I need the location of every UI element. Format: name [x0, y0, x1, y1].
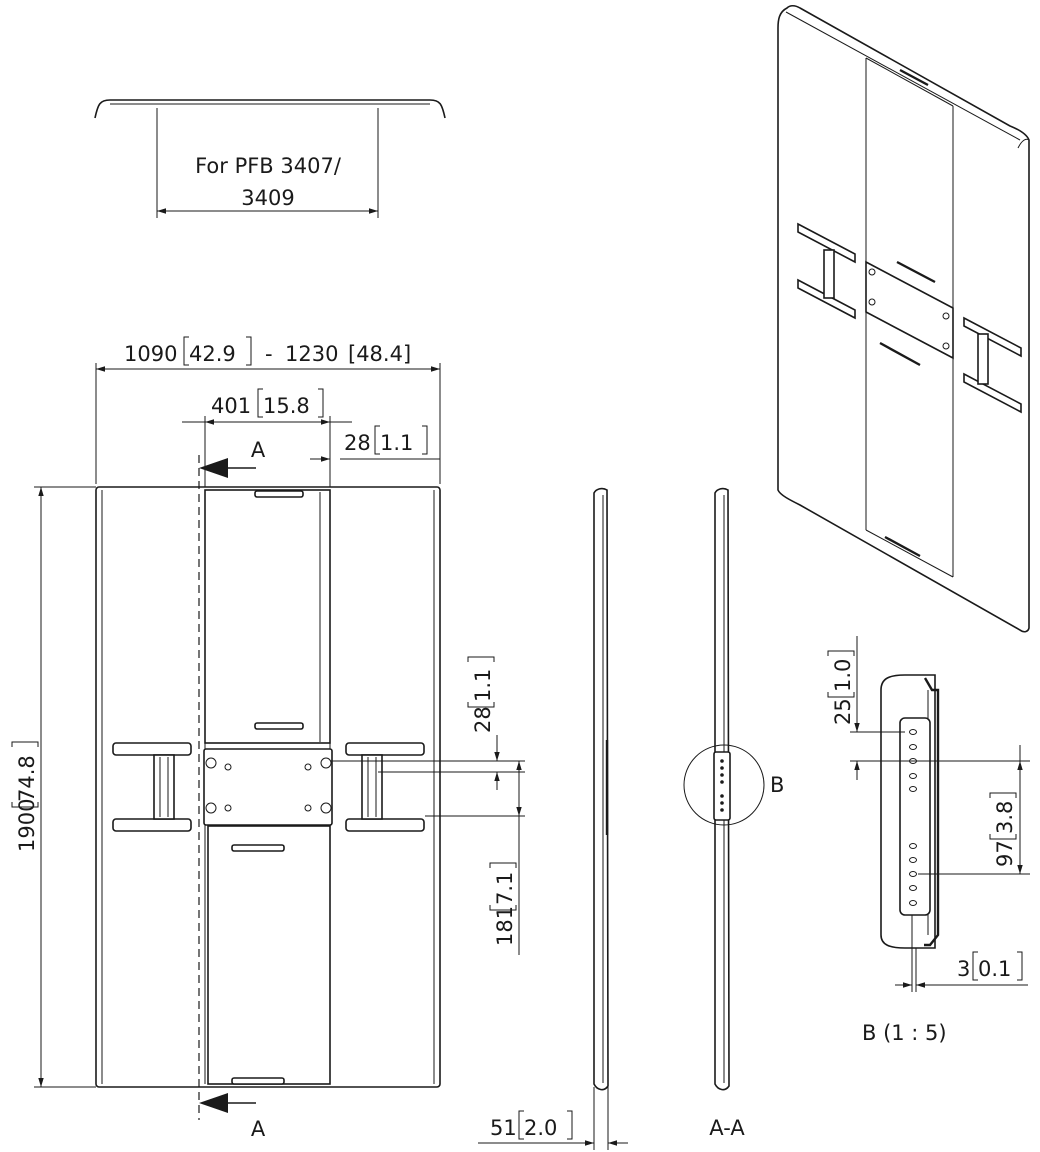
depth-inch: 2.0: [524, 1116, 557, 1140]
iso-interface-plate: [865, 260, 954, 360]
width-min-value: 1090: [124, 342, 177, 366]
width-max-inch: [48.4]: [348, 342, 411, 366]
bracket-spacing-inch: 7.1: [493, 872, 517, 905]
upper-center-panel: [204, 489, 331, 744]
width-min-inch: 42.9: [189, 342, 236, 366]
iso-plate-outline: [777, 4, 1030, 633]
top-offset-inch: 1.0: [831, 659, 855, 692]
left-bracket: [112, 742, 192, 832]
bracket-offset-inch: 1.1: [471, 669, 495, 702]
width-max-value: 1230: [285, 342, 338, 366]
detail-circle: [683, 744, 765, 826]
side-profile: [593, 487, 609, 1091]
section-profile: [714, 487, 730, 1091]
center-width-inch: 15.8: [263, 394, 310, 418]
isometric-view: [777, 4, 1030, 633]
front-view: A A 1090 42.9 - 1230 [48.4] 401 15.8 28 …: [11, 336, 525, 1141]
thickness-inch: 0.1: [978, 957, 1011, 981]
front-plate-outline: [95, 486, 441, 1088]
hole-spacing-value: 97: [993, 840, 1017, 867]
lower-center-panel: [207, 825, 331, 1085]
top-view-note-line2: 3409: [241, 186, 294, 210]
bracket-offset-value: 28: [471, 706, 495, 733]
depth-value: 51: [490, 1116, 517, 1140]
detail-rail: [899, 717, 931, 916]
height-inch: 74.8: [15, 755, 39, 802]
slot: [254, 722, 304, 730]
edge-offset-value: 28: [344, 431, 371, 455]
section-label: A-A: [709, 1116, 745, 1140]
width-separator: -: [265, 342, 273, 366]
detail-view: 25 1.0 97 3.8 3 0.1 B (1 : 5): [827, 636, 1030, 1045]
section-marker-top: A: [251, 438, 266, 462]
slot: [231, 1077, 285, 1085]
detail-marker: B: [770, 773, 784, 797]
section-view: B A-A: [683, 487, 784, 1140]
top-view-note-line1: For PFB 3407/: [195, 154, 342, 178]
center-width-value: 401: [211, 394, 251, 418]
side-view: 51 2.0: [478, 487, 628, 1150]
section-marker-bottom: A: [251, 1117, 266, 1141]
detail-label: B (1 : 5): [862, 1021, 947, 1045]
slot: [254, 490, 304, 498]
hole-spacing-inch: 3.8: [993, 801, 1017, 834]
interface-plate: [203, 748, 333, 826]
edge-offset-inch: 1.1: [380, 431, 413, 455]
slot: [231, 844, 285, 852]
bracket-spacing-value: 181: [493, 906, 517, 946]
right-bracket: [345, 742, 425, 832]
thickness-value: 3: [957, 957, 970, 981]
detail-outline: [880, 674, 936, 949]
top-offset-value: 25: [831, 698, 855, 725]
top-view: For PFB 3407/ 3409: [94, 99, 446, 218]
